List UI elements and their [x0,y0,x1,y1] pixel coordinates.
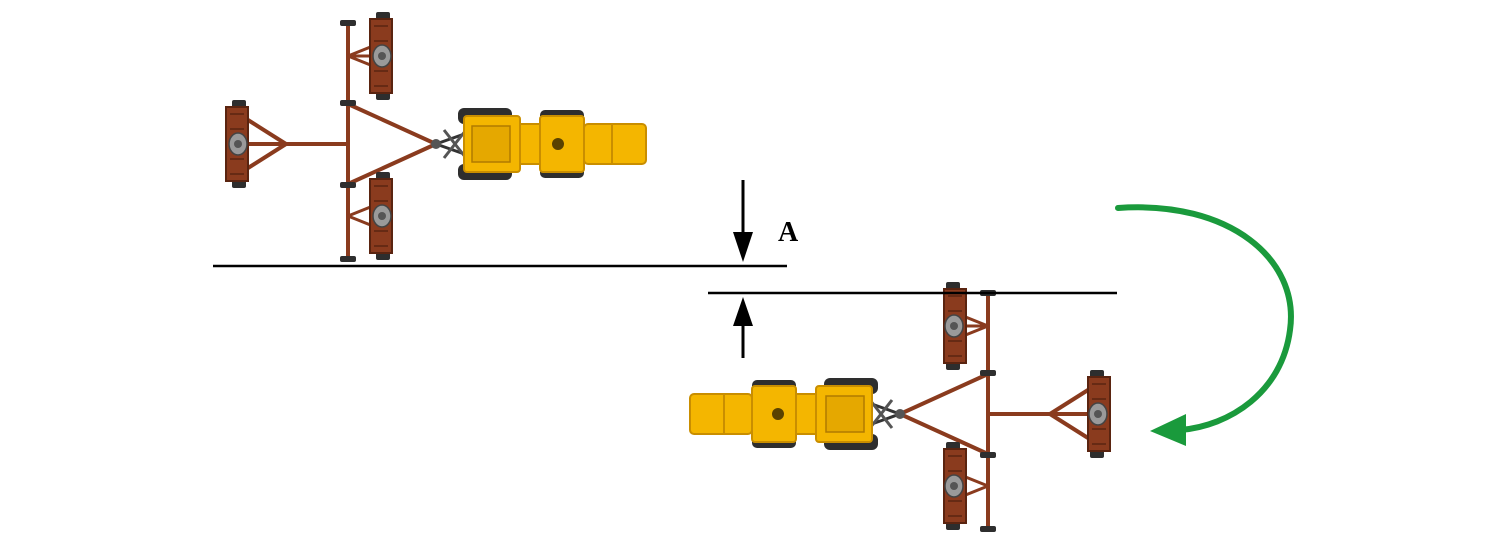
dimension-label: A [778,217,799,248]
top-tractor [429,106,648,182]
bottom-rig [688,282,1110,532]
bottom-implement-disc-harrow [900,282,1110,532]
bottom-tractor [688,376,907,452]
dimension-arrows-icon [733,180,753,358]
top-rig [226,12,648,262]
curved-arrow-icon [1115,204,1294,446]
top-implement-disc-harrow [226,12,436,262]
